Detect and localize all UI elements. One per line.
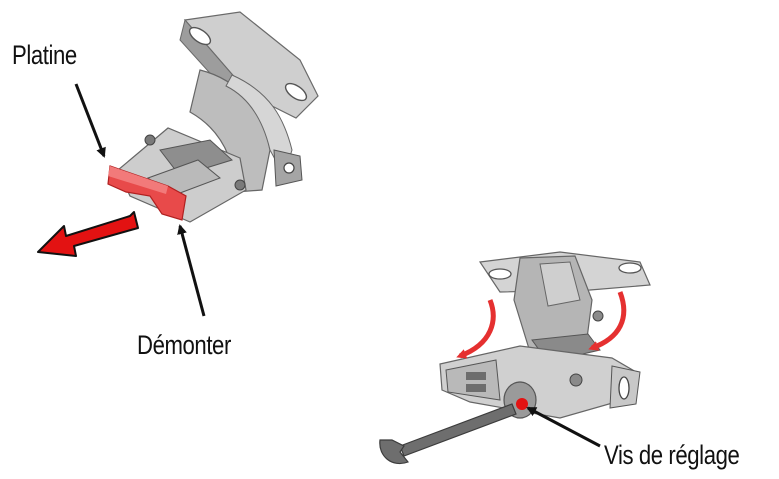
- label-platine: Platine: [12, 40, 77, 70]
- label-vis-de-reglage: Vis de réglage: [604, 440, 740, 470]
- arrow-left-down-icon: [37, 211, 139, 257]
- curved-arrow-icon: [588, 291, 627, 351]
- label-demonter: Démonter: [137, 330, 231, 360]
- platine-plate: [107, 165, 187, 221]
- platine-pointer-arrow: [74, 83, 106, 158]
- demonter-pointer-arrow: [177, 224, 206, 317]
- wrench-icon: [379, 403, 517, 465]
- bracket-assembly-bottom: [439, 251, 651, 419]
- curved-arrow-icon: [456, 299, 496, 359]
- bracket-assembly-top: [107, 11, 319, 223]
- vis-reglage-pointer-arrow: [526, 406, 601, 448]
